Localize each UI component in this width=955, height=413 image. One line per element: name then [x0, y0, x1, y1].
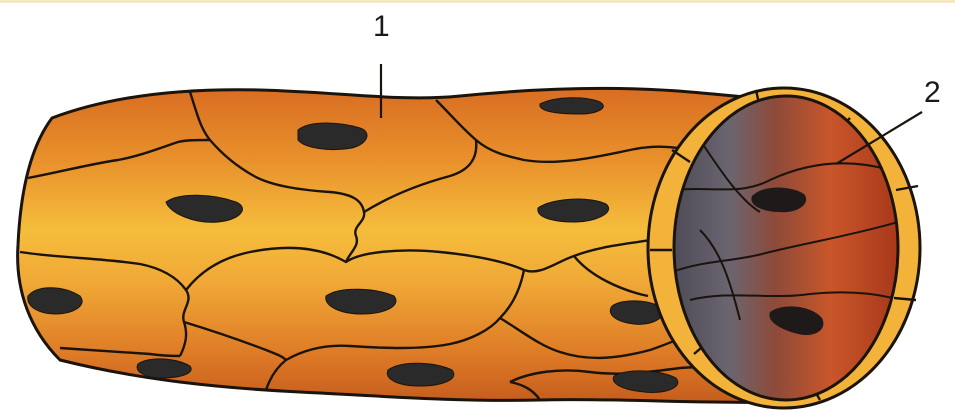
vessel-lumen [672, 96, 900, 400]
cell-nucleus [540, 98, 603, 114]
cell-nucleus [387, 363, 453, 386]
cell-nucleus [538, 199, 609, 222]
callout-2-label: 2 [924, 76, 941, 109]
callout-1-label: 1 [373, 10, 390, 43]
cell-nucleus [298, 123, 367, 150]
